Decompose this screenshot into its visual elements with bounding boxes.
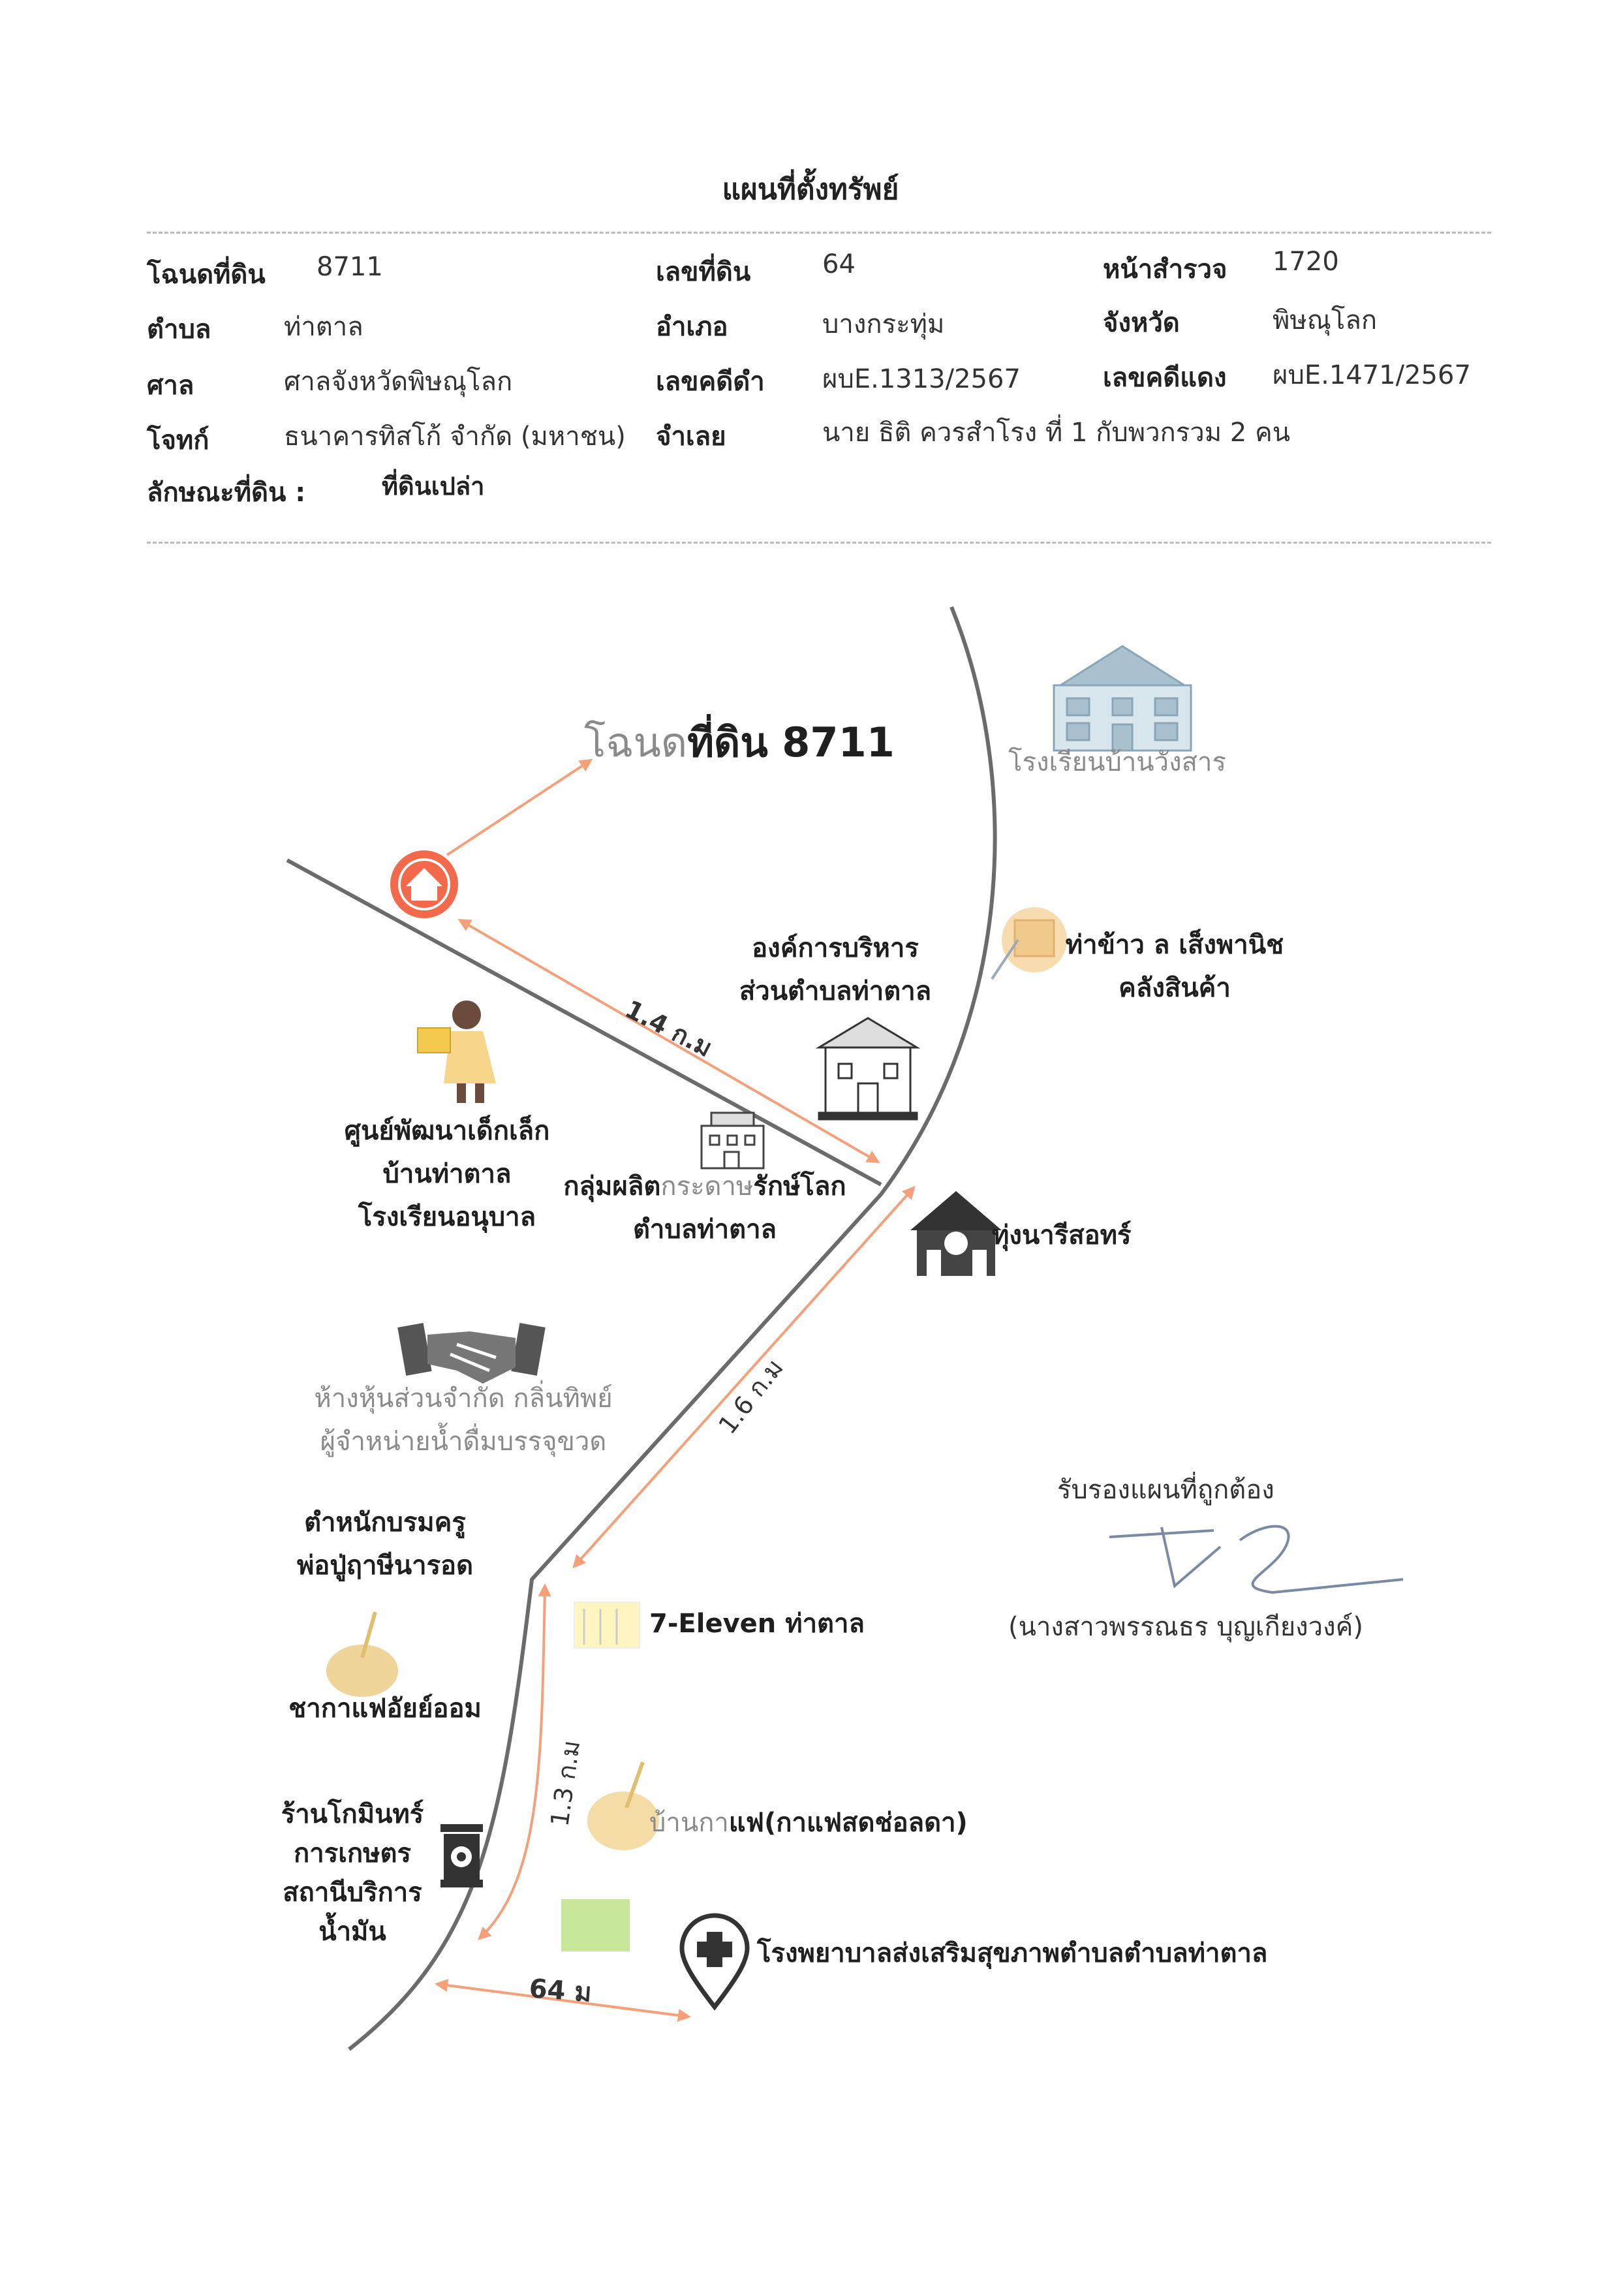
- dist-64m: 64 ม: [528, 1974, 593, 2008]
- hospital-label: โรงพยาบาลส่งเสริมสุขภาพตำบลตำบลท่าตาล: [757, 1938, 1268, 1968]
- arrow-64m: [435, 1979, 691, 2022]
- gas-line-3: สถานีบริการ: [283, 1878, 422, 1908]
- subdistrict-label: ตำบล: [147, 315, 211, 345]
- rice-mill-label: ท่าข้าว ล เส็งพานิช คลังสินค้า: [1051, 923, 1299, 1010]
- paper-group-bold-1: กลุ่มผลิต: [563, 1171, 661, 1202]
- deed-marker-gray: โฉนด: [584, 719, 688, 766]
- sao-office-icon: [815, 1017, 921, 1121]
- paper-group-line-1: กลุ่มผลิตกระดาษรักษ์โลก: [561, 1165, 848, 1208]
- shrine-icon: [326, 1611, 398, 1697]
- red-case-value: ผบE.1471/2567: [1273, 360, 1471, 390]
- store-label: ทุ่งนารีสอทร์: [992, 1220, 1132, 1250]
- partnership-label: ห้างหุ้นส่วนจำกัด กลิ่นทิพย์ ผู้จำหน่ายน…: [287, 1377, 640, 1463]
- parcel-square: [561, 1899, 630, 1951]
- hospital-pin-icon: [679, 1913, 750, 2011]
- partnership-line-2: ผู้จำหน่ายน้ำดื่มบรรจุขวด: [320, 1427, 607, 1457]
- coffee-bold: แฟ(กาแฟสดช่อลดา): [728, 1808, 968, 1838]
- childcare-line-3: โรงเรียนอนุบาล: [358, 1202, 536, 1232]
- arrow-1-3km: [478, 1583, 551, 1940]
- teacher-line-2: พ่อปู่ฤาษีนารอด: [296, 1551, 474, 1581]
- paper-group-gray: กระดาษ: [660, 1171, 754, 1202]
- black-case-label: เลขคดีดำ: [656, 367, 765, 397]
- land-type-value: ที่ดินเปล่า: [382, 472, 485, 501]
- paper-group-bold-2: รักษ์โลก: [753, 1171, 846, 1202]
- gas-line-1: ร้านโกมินทร์: [281, 1799, 424, 1829]
- paper-group-line-2: ตำบลท่าตาล: [632, 1215, 777, 1245]
- district-value: บางกระทุ่ม: [822, 309, 945, 339]
- land-no-label: เลขที่ดิน: [656, 257, 751, 287]
- deed-label: โฉนดที่ดิน: [147, 260, 266, 290]
- sao-line-1: องค์การบริหาร: [752, 933, 919, 963]
- court-label: ศาล: [147, 371, 194, 401]
- childcare-line-2: บ้านท่าตาล: [382, 1159, 512, 1189]
- home-marker-icon: [390, 850, 458, 918]
- bottom-divider: [147, 542, 1491, 544]
- child-icon: [417, 1001, 496, 1103]
- childcare-line-1: ศูนย์พัฒนาเด็กเล็ก: [344, 1116, 550, 1146]
- deed-marker-label: โฉนดที่ดิน 8711: [584, 721, 895, 764]
- plaintiff-value: ธนาคารทิสโก้ จำกัด (มหาชน): [284, 422, 626, 452]
- childcare-label: ศูนย์พัฒนาเด็กเล็ก บ้านท่าตาล โรงเรียนอน…: [323, 1109, 571, 1239]
- handshake-icon: [397, 1323, 546, 1384]
- certifier-name: (นางสาวพรรณธร บุญเกียงวงค์): [1008, 1612, 1364, 1642]
- seven-eleven-icon: [574, 1602, 640, 1649]
- gas-line-2: การเกษตร: [294, 1838, 411, 1869]
- arrow-1-6km: [572, 1186, 916, 1568]
- black-case-value: ผบE.1313/2567: [822, 364, 1021, 394]
- paper-group-icon: [700, 1111, 765, 1170]
- rice-line-1: ท่าข้าว ล เส็งพานิช: [1065, 930, 1284, 960]
- paper-group-label: กลุ่มผลิตกระดาษรักษ์โลก ตำบลท่าตาล: [561, 1165, 848, 1251]
- district-label: อำเภอ: [656, 312, 728, 342]
- school-icon: [1053, 645, 1192, 752]
- partnership-line-1: ห้างหุ้นส่วนจำกัด กลิ่นทิพย์: [314, 1384, 613, 1414]
- signature-mark: [1109, 1525, 1404, 1594]
- page-title: แผนที่ตั้งทรัพย์: [722, 173, 899, 206]
- rice-line-2: คลังสินค้า: [1119, 973, 1231, 1003]
- dist-1-3km: 1.3 ก.ม: [545, 1739, 585, 1828]
- deed-marker-bold: ที่ดิน 8711: [687, 719, 895, 766]
- teacher-line-1: ตำหนักบรมครู: [304, 1508, 466, 1538]
- gas-station-label: ร้านโกมินทร์ การเกษตร สถานีบริการ น้ำมัน: [268, 1795, 437, 1951]
- store-icon: [910, 1191, 1002, 1276]
- sao-line-2: ส่วนตำบลท่าตาล: [739, 976, 932, 1006]
- survey-label: หน้าสำรวจ: [1103, 255, 1227, 285]
- teacher-shrine-label: ตำหนักบรมครู พ่อปู่ฤาษีนารอด: [274, 1501, 496, 1587]
- coffee-label: บ้านกาแฟ(กาแฟสดช่อลดา): [649, 1801, 968, 1844]
- plaintiff-label: โจทก์: [147, 426, 209, 456]
- arrow-to-deed-label: [446, 758, 593, 856]
- survey-value: 1720: [1273, 247, 1339, 277]
- gas-station-icon: [440, 1824, 483, 1887]
- defendant-label: จำเลย: [656, 422, 726, 452]
- subdistrict-value: ท่าตาล: [284, 312, 363, 342]
- coffee-icon: [587, 1761, 659, 1850]
- province-value: พิษณุโลก: [1273, 305, 1378, 335]
- tea-cafe-label: ชากาแฟอัยย์ออม: [288, 1694, 482, 1724]
- rice-mill-icon: [991, 907, 1067, 980]
- land-type-label: ลักษณะที่ดิน :: [147, 478, 306, 508]
- gas-line-4: น้ำมัน: [318, 1917, 386, 1947]
- court-value: ศาลจังหวัดพิษณุโลก: [284, 367, 513, 397]
- land-no-value: 64: [822, 249, 856, 279]
- sao-label: องค์การบริหาร ส่วนตำบลท่าตาล: [724, 927, 946, 1013]
- deed-value: 8711: [316, 252, 383, 282]
- red-case-label: เลขคดีแดง: [1103, 363, 1227, 393]
- defendant-value: นาย ธิติ ควรสำโรง ที่ 1 กับพวกรวม 2 คน: [822, 418, 1291, 448]
- coffee-gray: บ้านกา: [649, 1808, 729, 1838]
- top-divider: [147, 232, 1491, 234]
- seven-eleven-label: 7-Eleven ท่าตาล: [649, 1609, 865, 1639]
- certification-text: รับรองแผนที่ถูกต้อง: [1057, 1475, 1274, 1505]
- arrow-1-4km: [457, 918, 880, 1164]
- school-label: โรงเรียนบ้านวังสาร: [1008, 747, 1226, 777]
- province-label: จังหวัด: [1103, 308, 1180, 338]
